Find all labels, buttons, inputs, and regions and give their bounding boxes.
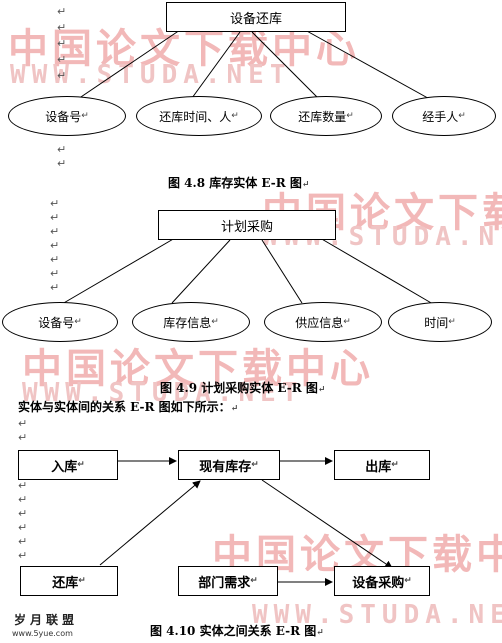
entity-label: 现有库存 [199, 459, 252, 475]
intro-text: 实体与实体间的关系 E-R 图如下所示：↵ [18, 400, 239, 414]
attribute-ellipse: 时间↵ [388, 302, 492, 342]
paragraph-mark: ↵ [18, 535, 28, 548]
paragraph-mark: ↵ [57, 21, 67, 34]
entity-label: 部门需求 [198, 575, 251, 591]
watermark-cn-1: 中国论文下载中心 [8, 26, 360, 72]
figure-caption: 图 4.9 计划采购实体 E-R 图↵ [160, 381, 326, 395]
paragraph-mark: ↵ [301, 180, 310, 190]
attribute-label: 时间 [424, 315, 449, 330]
paragraph-mark: ↵ [346, 111, 354, 121]
paragraph-mark: ↵ [50, 197, 60, 210]
attribute-label: 设备号 [45, 109, 82, 124]
entity-outbound: 出库↵ [334, 450, 430, 480]
attribute-label: 经手人 [422, 109, 459, 124]
attribute-ellipse: 还库数量↵ [270, 96, 382, 136]
paragraph-mark: ↵ [50, 267, 60, 280]
entity-current-stock: 现有库存↵ [178, 450, 280, 480]
entity-dept-demand: 部门需求↵ [178, 566, 278, 596]
paragraph-mark: ↵ [57, 37, 67, 50]
paragraph-mark: ↵ [50, 211, 60, 224]
paragraph-mark: ↵ [18, 479, 28, 492]
paragraph-mark: ↵ [57, 143, 67, 156]
entity-equipment-return: 设备还库 [166, 2, 346, 32]
attribute-label: 还库时间、人 [159, 109, 232, 124]
entity-label: 出库 [365, 459, 392, 475]
paragraph-mark: ↵ [316, 628, 324, 638]
watermark-en-4: WWW.STUDA.NET [252, 600, 502, 630]
watermark-en-1: WWW.STUDA.NET [10, 60, 292, 90]
attribute-ellipse: 供应信息↵ [264, 302, 382, 342]
paragraph-mark: ↵ [57, 157, 67, 170]
entity-label: 还库 [52, 575, 79, 591]
paragraph-mark: ↵ [81, 111, 89, 121]
watermark-cn-3: 中国论文下载中心 [22, 346, 374, 392]
attribute-ellipse: 还库时间、人↵ [136, 96, 262, 136]
paragraph-mark: ↵ [18, 549, 28, 562]
paragraph-mark: ↵ [18, 431, 28, 444]
watermark-en-3: WWW.STUDA.NET [22, 378, 304, 408]
paragraph-mark: ↵ [251, 460, 259, 470]
paragraph-mark: ↵ [343, 317, 351, 327]
paragraph-mark: ↵ [78, 576, 86, 586]
attribute-label: 库存信息 [163, 315, 212, 330]
attribute-label: 还库数量 [298, 109, 347, 124]
entity-label: 设备采购 [352, 575, 405, 591]
paragraph-mark: ↵ [230, 404, 239, 414]
paragraph-mark: ↵ [50, 253, 60, 266]
paragraph-mark: ↵ [448, 317, 456, 327]
entity-inbound: 入库↵ [18, 450, 118, 480]
attribute-ellipse: 库存信息↵ [132, 302, 250, 342]
paragraph-mark: ↵ [50, 239, 60, 252]
paragraph-mark: ↵ [18, 417, 28, 430]
paragraph-mark: ↵ [74, 317, 82, 327]
entity-label: 计划采购 [220, 219, 273, 235]
site-logo-url: www.5yue.com [12, 629, 73, 638]
figure-caption: 图 4.8 库存实体 E-R 图↵ [168, 176, 310, 190]
attribute-label: 供应信息 [295, 315, 344, 330]
paragraph-mark: ↵ [391, 460, 399, 470]
paragraph-mark: ↵ [18, 493, 28, 506]
paragraph-mark: ↵ [18, 507, 28, 520]
paragraph-mark: ↵ [18, 521, 28, 534]
paragraph-mark: ↵ [50, 225, 60, 238]
paragraph-mark: ↵ [317, 385, 326, 395]
figure-caption: 图 4.10 实体之间关系 E-R 图↵ [150, 624, 324, 638]
paragraph-mark: ↵ [458, 111, 466, 121]
entity-label: 设备还库 [229, 11, 282, 27]
paragraph-mark: ↵ [57, 5, 67, 18]
entity-return: 还库↵ [20, 566, 118, 596]
site-logo-text: 岁月联盟 [14, 613, 79, 627]
paragraph-mark: ↵ [77, 460, 85, 470]
paragraph-mark: ↵ [250, 576, 258, 586]
entity-equipment-purchase: 设备采购↵ [334, 566, 430, 596]
paragraph-mark: ↵ [50, 281, 60, 294]
paragraph-mark: ↵ [57, 53, 67, 66]
entity-planned-purchase: 计划采购 [158, 210, 336, 240]
entity-label: 入库 [51, 459, 78, 475]
attribute-ellipse: 经手人↵ [392, 96, 496, 136]
paragraph-mark: ↵ [404, 576, 412, 586]
paragraph-mark: ↵ [211, 317, 219, 327]
paragraph-mark: ↵ [231, 111, 239, 121]
attribute-ellipse: 设备号↵ [2, 302, 118, 342]
attribute-label: 设备号 [38, 315, 75, 330]
paragraph-mark: ↵ [57, 69, 67, 82]
attribute-ellipse: 设备号↵ [8, 96, 126, 136]
